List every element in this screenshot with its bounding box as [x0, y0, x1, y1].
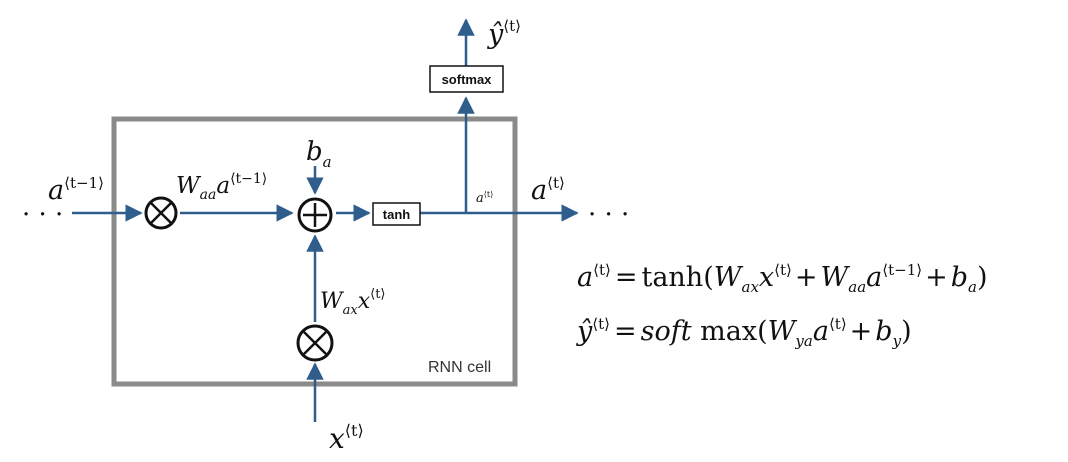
tanh-label: tanh: [383, 207, 411, 222]
equation-output: ŷ⟨t⟩=soft max(Wyaa⟨t⟩+by): [576, 315, 912, 350]
ellipsis-left: · · ·: [22, 200, 63, 230]
label-at-output: a⟨t⟩: [531, 174, 565, 206]
label-a-prev: a⟨t−1⟩: [48, 174, 104, 206]
softmax-label: softmax: [442, 72, 493, 87]
label-waa-term: Waaa⟨t−1⟩: [176, 171, 267, 203]
ellipsis-right: · · ·: [588, 200, 629, 230]
rnn-cell-label: RNN cell: [428, 359, 491, 376]
label-wax-term: Waxx⟨t⟩: [320, 287, 386, 318]
label-x-input: x⟨t⟩: [329, 421, 364, 455]
softmax-box: [429, 65, 504, 93]
multiply-node-top: [144, 196, 178, 230]
add-node: [297, 197, 333, 233]
equation-hidden-state: a⟨t⟩=tanh(Waxx⟨t⟩+Waaa⟨t−1⟩+ba): [577, 261, 988, 296]
label-at-small: a⟨t⟩: [476, 190, 493, 206]
label-ba: ba: [306, 137, 332, 171]
multiply-node-bottom: [296, 324, 334, 362]
tanh-box: [372, 202, 421, 226]
label-yhat: ŷ⟨t⟩: [487, 17, 521, 50]
